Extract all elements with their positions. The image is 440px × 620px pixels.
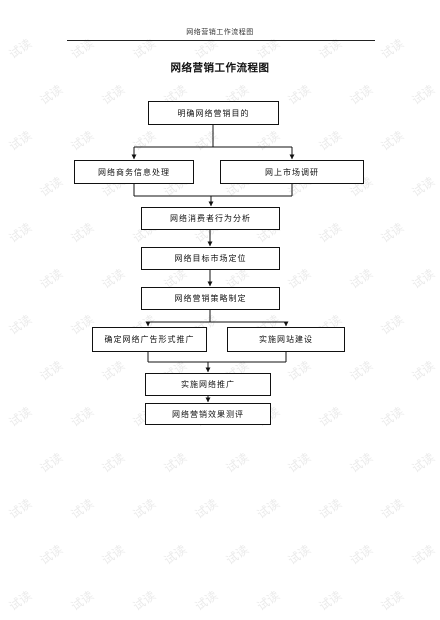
node-ad-promotion: 确定网络广告形式推广 <box>92 327 207 352</box>
node-online-promotion: 实施网络推广 <box>145 373 271 396</box>
node-strategy-making: 网络营销策略制定 <box>141 287 280 310</box>
node-website-build: 实施网站建设 <box>227 327 345 352</box>
node-consumer-analysis: 网络消费者行为分析 <box>141 207 280 230</box>
header-rule <box>67 40 375 41</box>
node-effect-evaluation: 网络营销效果测评 <box>145 403 271 425</box>
node-info-processing: 网络商务信息处理 <box>74 160 194 184</box>
page-title: 网络营销工作流程图 <box>170 62 270 74</box>
running-header: 网络营销工作流程图 <box>186 28 254 36</box>
node-define-goal: 明确网络营销目的 <box>148 101 279 125</box>
node-market-research: 网上市场调研 <box>220 160 364 184</box>
node-target-positioning: 网络目标市场定位 <box>141 247 280 270</box>
